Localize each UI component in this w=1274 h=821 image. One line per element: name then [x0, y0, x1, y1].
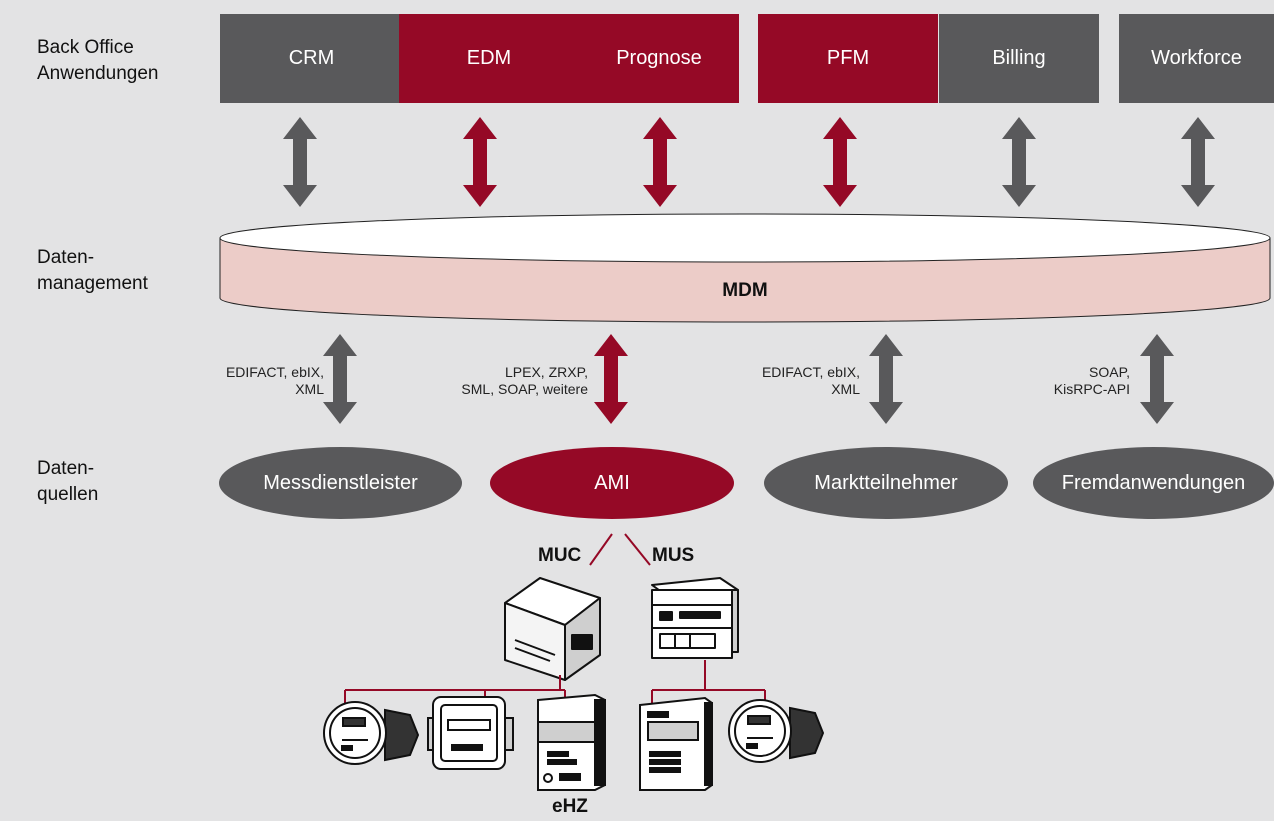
line-ami-mus: [624, 533, 651, 566]
label-ehz: eHZ: [552, 796, 588, 817]
arrow-mdm-fremdanwendungen: [1140, 334, 1174, 424]
line-ami-muc: [589, 533, 613, 566]
mdm-label: MDM: [722, 280, 768, 301]
protocol-fremdanwendungen: SOAP, KisRPC-API: [1053, 364, 1130, 397]
arrow-edm-mdm: [463, 117, 497, 207]
protocol-marktteilnehmer: EDIFACT, ebIX, XML: [761, 364, 860, 397]
protocol-messdienstleister: EDIFACT, ebIX, XML: [225, 364, 324, 397]
arrow-pfm-mdm: [823, 117, 857, 207]
label-muc: MUC: [538, 545, 582, 566]
arrow-workforce-mdm: [1181, 117, 1215, 207]
source-messdienstleister: Messdienstleister: [219, 447, 462, 519]
source-fremdanwendungen: Fremdanwendungen: [1033, 447, 1274, 519]
arrow-mdm-ami: [594, 334, 628, 424]
muc-device: [504, 577, 601, 681]
app-prognose: Prognose: [579, 14, 739, 103]
app-edm: EDM: [399, 14, 579, 103]
ehz-meter: [537, 693, 606, 791]
source-marktteilnehmer: Marktteilnehmer: [764, 447, 1008, 519]
arrow-prognose-mdm: [643, 117, 677, 207]
electricity-meter: [639, 696, 713, 791]
mus-bus: [651, 660, 766, 705]
protocol-ami: LPEX, ZRXP, SML, SOAP, weitere: [461, 364, 588, 397]
arrow-mdm-messdienstleister: [323, 334, 357, 424]
mdm-cylinder: [219, 213, 1271, 323]
water-meter-1: [323, 701, 420, 765]
app-workforce: Workforce: [1119, 14, 1274, 103]
layer-label-data-management: Daten- management: [37, 247, 148, 294]
arrow-billing-mdm: [1002, 117, 1036, 207]
app-crm: CRM: [220, 14, 403, 103]
water-meter-2: [728, 699, 825, 763]
app-pfm: PFM: [758, 14, 938, 103]
arrow-mdm-marktteilnehmer: [869, 334, 903, 424]
source-ami: AMI: [490, 447, 734, 519]
heat-meter: [427, 696, 514, 770]
arrow-crm-mdm: [283, 117, 317, 207]
mus-device: [651, 577, 739, 659]
layer-label-back-office: Back Office Anwendungen: [37, 37, 159, 84]
app-billing: Billing: [939, 14, 1099, 103]
layer-label-data-sources: Daten- quellen: [37, 458, 99, 505]
label-mus: MUS: [652, 545, 695, 566]
